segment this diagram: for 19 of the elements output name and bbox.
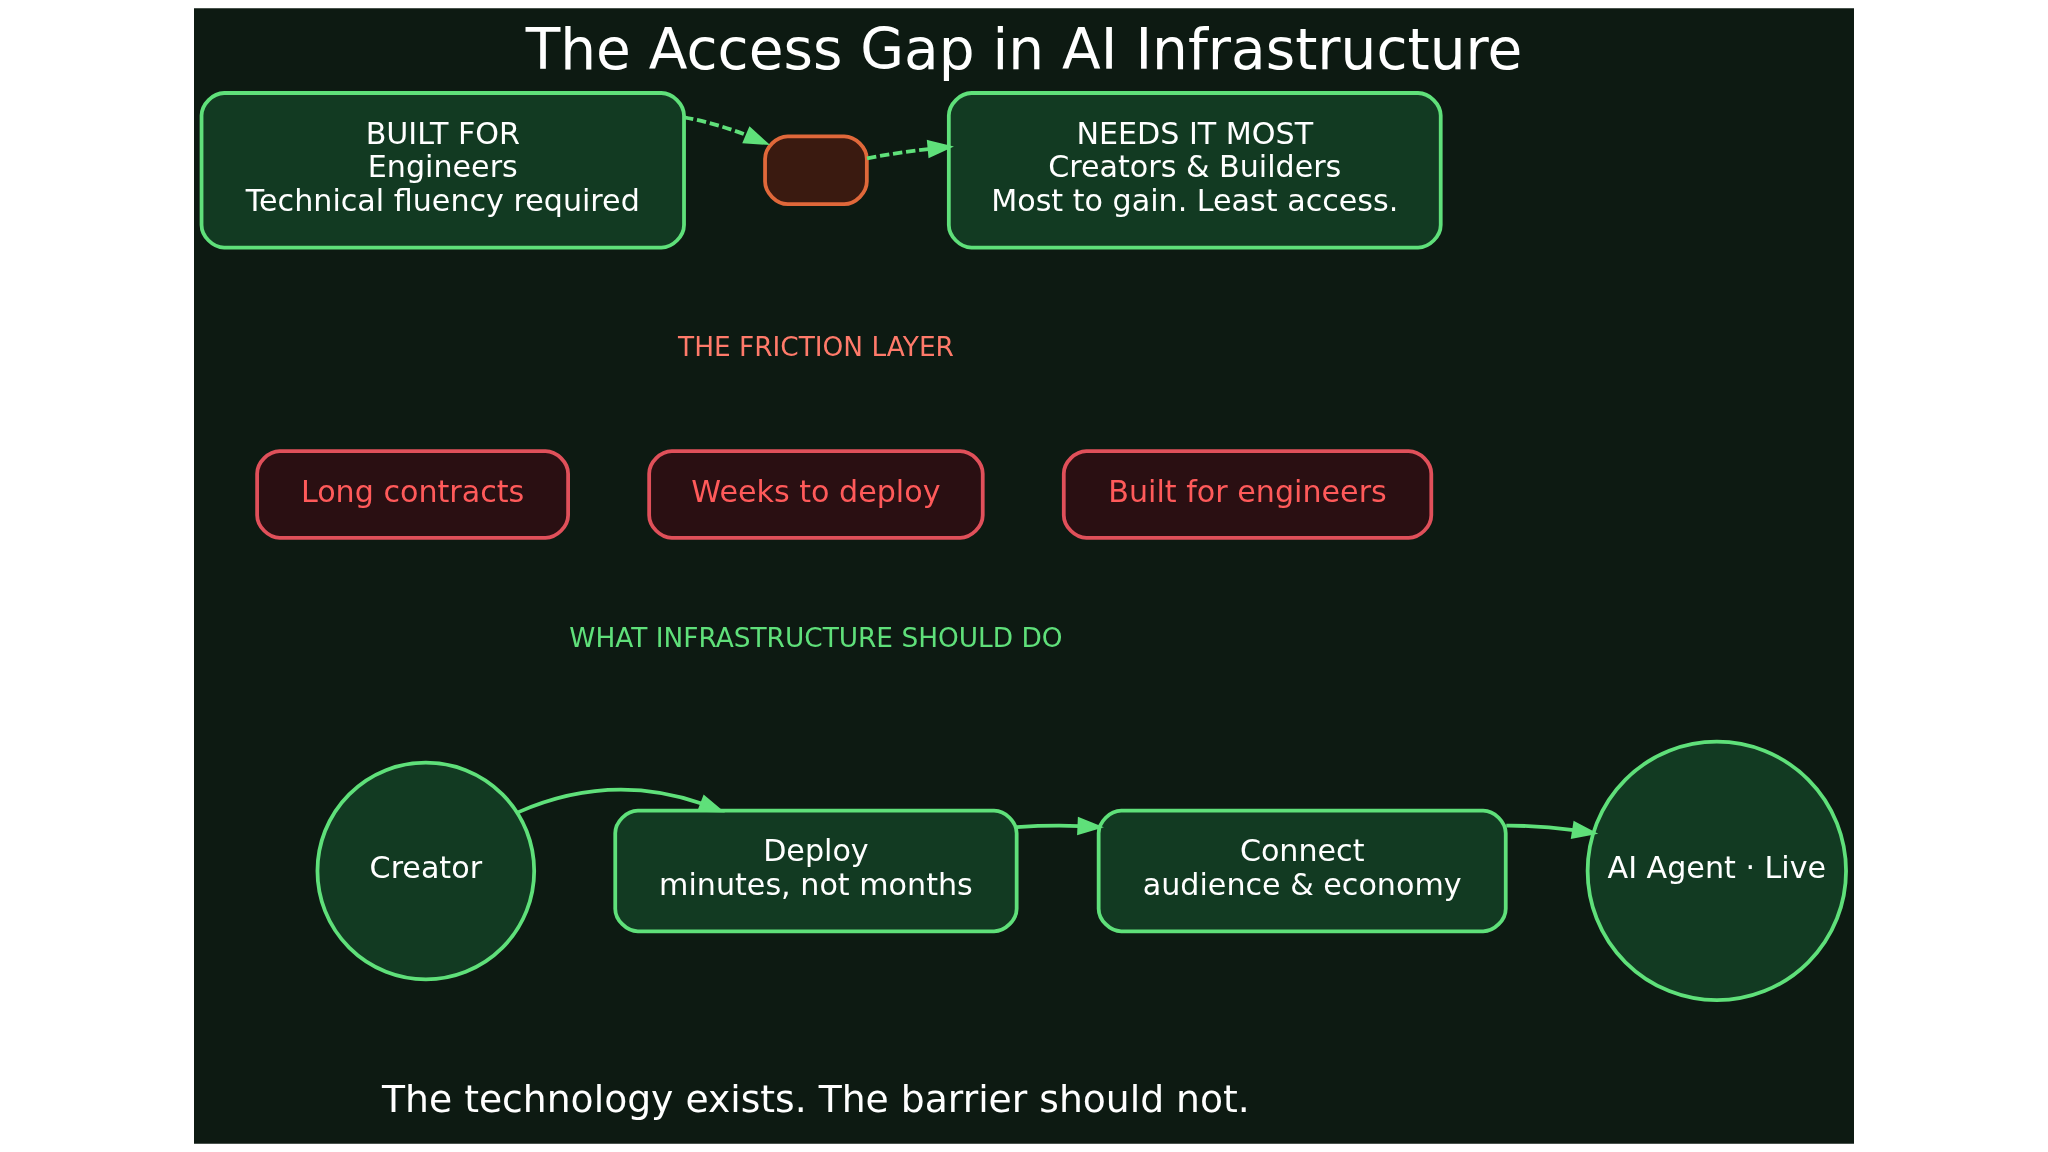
arrow — [683, 115, 771, 146]
arrow — [1506, 820, 1599, 839]
node-box: Weeks to deploy — [647, 449, 985, 540]
node-box: BUILT FOR Engineers Technical fluency required — [199, 91, 686, 250]
label: WHAT INFRASTRUCTURE SHOULD DO — [569, 622, 1063, 653]
node-circle: Creator — [315, 760, 537, 982]
node-box — [763, 134, 869, 207]
arrow — [516, 787, 726, 815]
node-box: Long contracts — [255, 449, 570, 540]
node-box: NEEDS IT MOST Creators & Builders Most to gain. Least access. — [946, 91, 1443, 250]
node-circle: AI Agent · Live — [1585, 739, 1848, 1003]
arrow — [866, 139, 954, 161]
label: THE FRICTION LAYER — [678, 332, 954, 363]
node-box: Deploy minutes, not months — [613, 808, 1019, 934]
diagram-title: The Access Gap in AI Infrastructure — [525, 16, 1523, 82]
node-box: Built for engineers — [1061, 449, 1434, 540]
node-box: Connect audience & economy — [1096, 808, 1508, 934]
arrow — [1016, 816, 1104, 836]
label: The technology exists. The barrier should not. — [382, 1076, 1250, 1121]
